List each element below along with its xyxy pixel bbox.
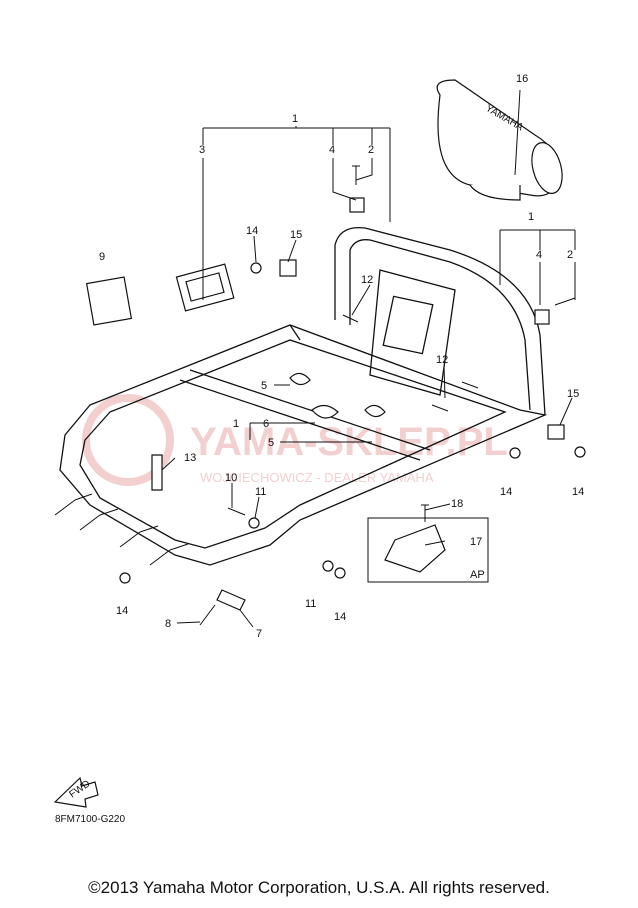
callout-11-a: 11: [255, 486, 266, 498]
part-washer-11a: [248, 517, 260, 529]
part-plug-8: [199, 604, 216, 626]
diagram-code: 8FM7100-G220: [55, 814, 125, 825]
frame-handle-plate: [369, 269, 456, 396]
part-studs: [54, 493, 189, 566]
part-clamp-5b: [364, 404, 386, 418]
part-washer-11b: [322, 560, 334, 572]
callout-10: 10: [225, 472, 237, 484]
callout-1-mid: 1: [233, 418, 239, 430]
callout-17: 17: [470, 536, 482, 548]
leader-lines: [161, 89, 576, 628]
part-screw-right: [554, 297, 576, 306]
callout-1-right: 1: [528, 211, 534, 223]
part-nut-14a: [250, 262, 262, 274]
inset-ap-label: AP: [470, 569, 485, 581]
callout-4-top: 4: [329, 144, 335, 156]
part-bolt-10: [227, 507, 246, 516]
frame-plate-slot: [382, 295, 434, 355]
frame-rail-inner: [79, 339, 507, 549]
part-damper-top: [349, 197, 365, 213]
part-label-sheet: [85, 276, 133, 326]
part-cover: YAMAHA: [436, 79, 563, 201]
inset-ap-border: [367, 517, 489, 583]
watermark-subtext: WOJCIECHOWICZ - DEALER YAMAHA: [200, 470, 434, 485]
part-bolt-12b-2: [431, 404, 449, 412]
callout-5-a: 5: [261, 380, 267, 392]
watermark: YAMA-SKLEP.PL WOJCIECHOWICZ - DEALER YAM…: [82, 394, 508, 486]
callout-14-c: 14: [572, 486, 584, 498]
frame-assembly: [59, 226, 548, 566]
callout-2-right: 2: [567, 249, 573, 261]
inset-ap: AP: [367, 504, 489, 583]
callout-5-b: 5: [268, 437, 274, 449]
part-pad-17: [384, 524, 446, 573]
part-switch-inner: [185, 272, 225, 302]
callout-7: 7: [256, 628, 262, 640]
callout-1-top: 1: [292, 113, 298, 125]
callout-12-a: 12: [361, 274, 373, 286]
callout-14-a: 14: [246, 225, 258, 237]
part-clip-15b: [547, 424, 565, 440]
callout-13: 13: [184, 452, 196, 464]
part-bolt-12b-1: [461, 381, 479, 389]
watermark-logo: [82, 394, 174, 486]
copyright-footer: ©2013 Yamaha Motor Corporation, U.S.A. A…: [88, 878, 550, 897]
callout-12-b: 12: [436, 354, 448, 366]
part-bolt-12a: [342, 314, 359, 323]
part-screw-top: [352, 165, 360, 185]
callout-15-a: 15: [290, 229, 302, 241]
frame-handle-bar: [334, 226, 546, 416]
callout-2-top: 2: [368, 144, 374, 156]
part-clamp-5a: [289, 372, 311, 386]
part-nut-14e: [334, 567, 346, 579]
callout-16: 16: [516, 73, 528, 85]
frame-crossbar: [179, 324, 431, 461]
callout-14-e: 14: [334, 611, 346, 623]
fwd-arrow-icon: [53, 776, 99, 808]
callout-6: 6: [263, 418, 269, 430]
callout-8: 8: [165, 618, 171, 630]
callout-15-b: 15: [567, 388, 579, 400]
part-screw-18: [421, 504, 429, 522]
part-nut-14c: [574, 446, 586, 458]
part-cap-7: [216, 589, 246, 611]
part-bracket-13: [151, 454, 163, 491]
callout-14-d: 14: [116, 605, 128, 617]
part-clip-15a: [279, 259, 297, 277]
part-clamp-6: [311, 404, 339, 419]
part-nut-14b: [509, 447, 521, 459]
fwd-arrow: FWD: [53, 776, 99, 808]
part-nut-14d: [119, 572, 131, 584]
callout-11-b: 11: [305, 598, 316, 610]
callout-14-b: 14: [500, 486, 512, 498]
callout-3: 3: [199, 144, 205, 156]
callout-4-right: 4: [536, 249, 542, 261]
callout-18: 18: [451, 498, 463, 510]
part-damper-right: [534, 309, 550, 325]
callouts: 1 2 3 4 9 14 15 16 1 4 2 12 12 5 1 6 5 1…: [99, 73, 584, 640]
frame-rail-outer: [59, 324, 548, 566]
callout-9: 9: [99, 251, 105, 263]
